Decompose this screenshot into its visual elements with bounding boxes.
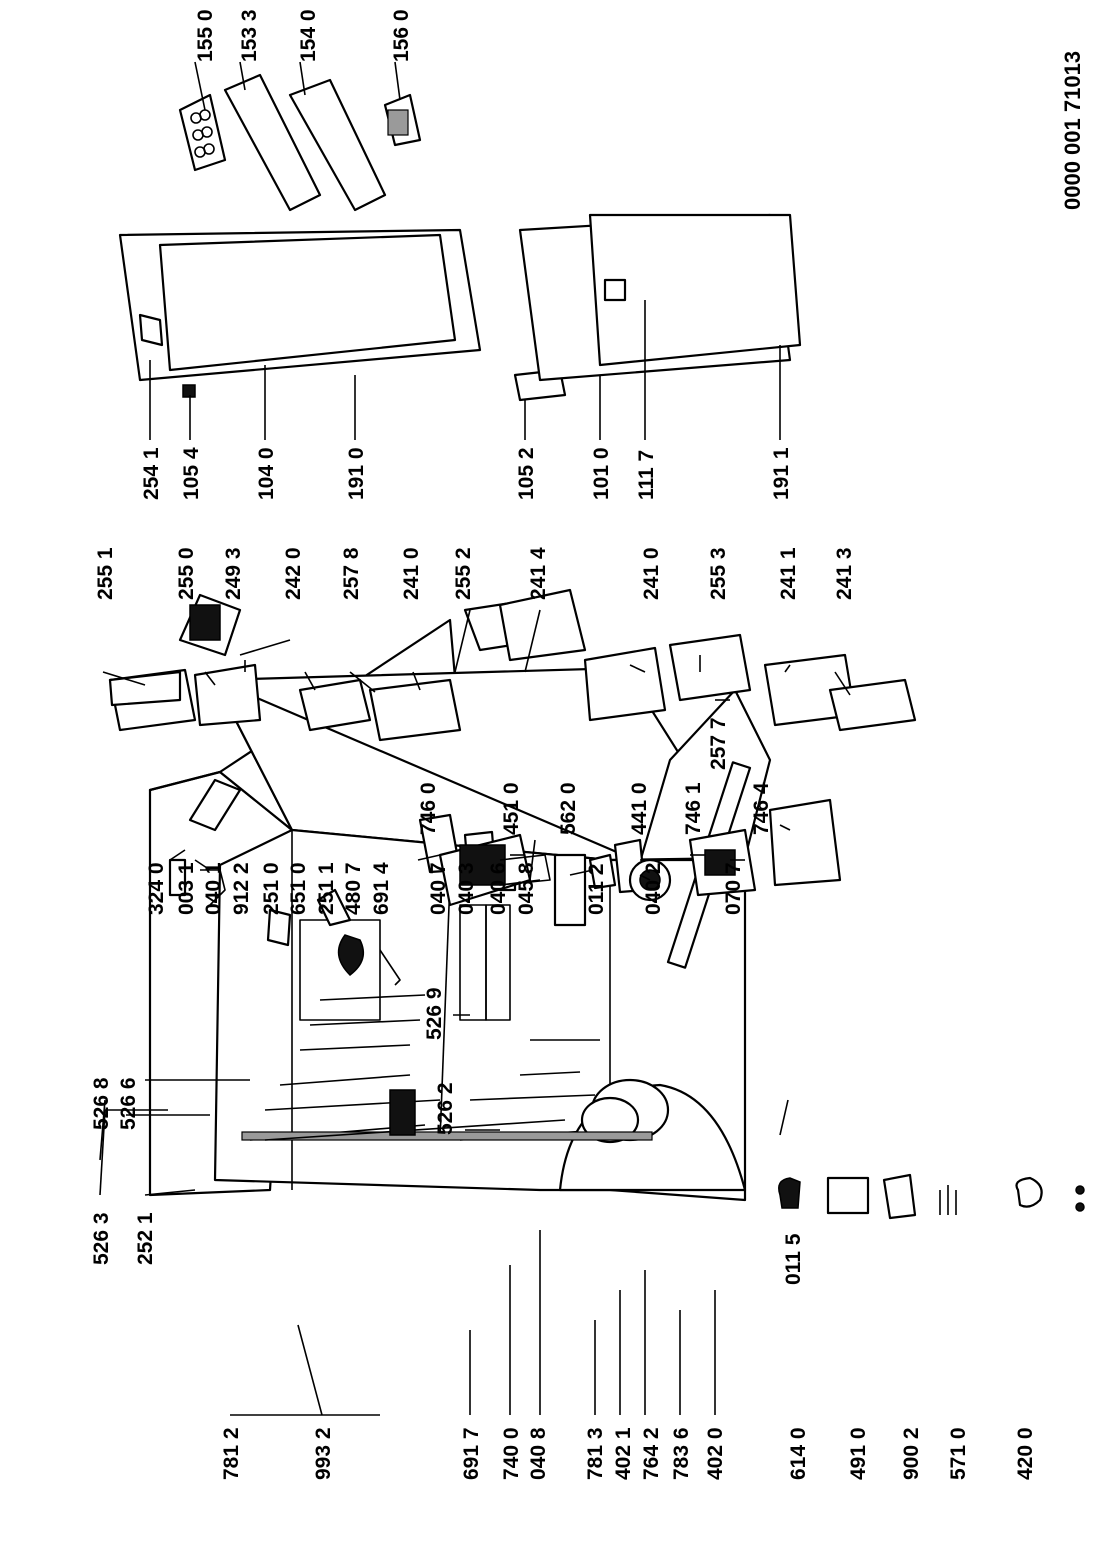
label-571-0: 571 0 [947,1427,970,1480]
label-241-1: 241 1 [777,547,800,600]
label-011-2: 011 2 [585,864,608,915]
label-526-2: 526 2 [434,1082,457,1135]
label-251-0: 251 0 [260,862,283,915]
label-255-2: 255 2 [452,547,475,600]
label-781-3: 781 3 [584,1427,607,1480]
label-040-6: 040 6 [487,862,510,915]
label-111-7: 111 7 [635,450,658,500]
label-040-2: 040 2 [642,862,665,915]
label-651-0: 651 0 [287,862,310,915]
label-242-0: 242 0 [282,547,305,600]
label-746-1: 746 1 [682,782,705,835]
label-040-1: 040 1 [202,862,225,915]
doors-drawing [118,213,802,402]
label-011-5: 011 5 [782,1233,805,1285]
label-040-7: 040 7 [427,862,450,915]
label-526-9: 526 9 [423,987,446,1040]
drawings [108,73,1085,1220]
label-252-1: 252 1 [134,1212,157,1265]
label-480-7: 480 7 [342,862,365,915]
label-191-1: 191 1 [770,447,793,500]
label-251-1: 251 1 [315,862,338,915]
label-241-4: 241 4 [527,547,550,600]
label-249-3: 249 3 [222,547,245,600]
label-526-3: 526 3 [90,1212,113,1265]
label-070-7: 070 7 [722,862,745,915]
label-255-0: 255 0 [175,547,198,600]
label-156-0: 156 0 [390,9,413,62]
label-912-2: 912 2 [230,862,253,915]
part-labels: 781 2 993 2 691 7 740 0 040 8 781 3 402 … [90,9,1085,1480]
label-746-4: 746 4 [750,782,773,835]
shelves-drawers-drawing [108,588,917,742]
label-402-0: 402 0 [704,1427,727,1480]
label-153-3: 153 3 [238,9,261,62]
label-420-0: 420 0 [1014,1427,1037,1480]
label-101-0: 101 0 [590,447,613,500]
label-526-8: 526 8 [90,1077,113,1130]
label-003-1: 003 1 [175,862,198,915]
label-040-3: 040 3 [455,862,478,915]
label-900-2: 900 2 [900,1427,923,1480]
label-105-2: 105 2 [515,447,538,500]
label-257-8: 257 8 [340,547,363,600]
leader-lines [99,61,851,1416]
label-781-2: 781 2 [220,1427,243,1480]
label-451-0: 451 0 [500,782,523,835]
label-491-0: 491 0 [847,1427,870,1480]
label-402-1: 402 1 [612,1427,635,1480]
label-241-0-b: 241 0 [640,547,663,600]
label-191-0: 191 0 [345,447,368,500]
label-105-4: 105 4 [180,447,203,500]
label-691-7: 691 7 [460,1427,483,1480]
label-562-0: 562 0 [557,782,580,835]
label-045-8: 045 8 [515,862,538,915]
label-241-0-a: 241 0 [400,547,423,600]
label-783-6: 783 6 [670,1427,693,1480]
label-255-3: 255 3 [707,547,730,600]
label-993-2: 993 2 [312,1427,335,1480]
door-accessories-drawing [178,73,422,212]
label-614-0: 614 0 [787,1427,810,1480]
document-number: 0000 001 71013 [1060,51,1085,210]
label-040-8: 040 8 [527,1427,550,1480]
label-257-7: 257 7 [707,717,730,770]
label-104-0: 104 0 [255,447,278,500]
label-691-4: 691 4 [370,862,393,915]
label-526-6: 526 6 [117,1077,140,1130]
label-154-0: 154 0 [297,9,320,62]
label-155-0: 155 0 [194,9,217,62]
label-764-2: 764 2 [640,1427,663,1480]
label-241-3: 241 3 [833,547,856,600]
label-254-1: 254 1 [140,447,163,500]
label-740-0: 740 0 [500,1427,523,1480]
label-255-1: 255 1 [94,547,117,600]
label-441-0: 441 0 [628,782,651,835]
label-746-0: 746 0 [417,782,440,835]
label-324-0: 324 0 [145,862,168,915]
loose-parts-drawing [778,1173,1085,1220]
